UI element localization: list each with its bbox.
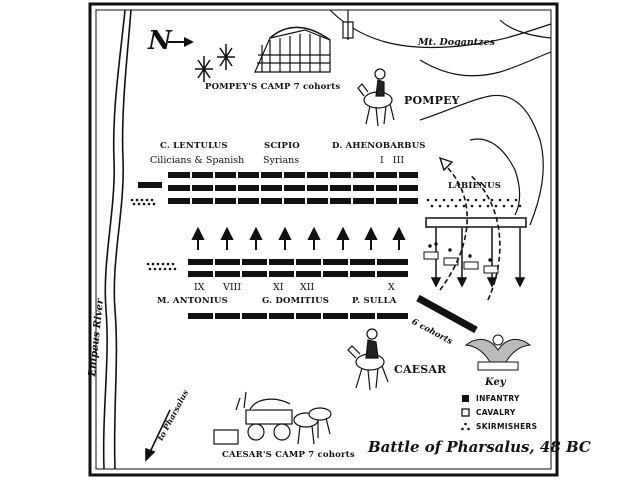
retreat-arrowhead <box>438 156 454 172</box>
legion-xii: XII <box>300 282 315 293</box>
caesar-camp-label: CAESAR'S CAMP 7 cohorts <box>222 450 355 460</box>
legion-ix: IX <box>194 282 205 293</box>
pompeian-skirmishers <box>130 198 156 206</box>
legion-xi: XI <box>273 282 284 293</box>
key-cavalry-label: CAVALRY <box>476 408 516 417</box>
pompey-label: POMPEY <box>404 94 460 107</box>
pompey-figure <box>357 68 395 127</box>
labienus-label: LABIENUS <box>448 181 502 191</box>
pompeian-commander-1: C. LENTULUS <box>160 141 228 151</box>
pompeian-troops-1: Cilicians & Spanish <box>150 155 245 166</box>
compass-arrow <box>168 37 194 47</box>
caesarian-line-gaps <box>213 257 377 321</box>
key-skirmishers-symbol <box>461 422 470 431</box>
labienus-cavalry-arrows <box>430 228 526 288</box>
caesarian-commander-3: P. SULLA <box>352 296 397 306</box>
key-skirmishers-label: SKIRMISHERS <box>476 422 538 431</box>
pompey-camp-fires <box>195 44 235 82</box>
map-frame-inner <box>95 9 552 470</box>
key-title: Key <box>485 377 506 388</box>
retreat-arrows <box>439 164 501 301</box>
pompeian-line-gaps <box>190 170 399 206</box>
legion-x: X <box>388 282 395 293</box>
caesarian-advance-arrows <box>191 226 406 250</box>
caesarian-infantry-line <box>188 259 408 319</box>
road-arrow <box>145 409 171 462</box>
map-frame-outer <box>88 2 559 477</box>
pompey-camp-tent <box>254 10 354 73</box>
pompeian-troops-2: Syrians <box>263 155 300 166</box>
river <box>102 9 132 470</box>
mountain-label: Mt. Dogantzes <box>418 37 495 48</box>
pompeian-commander-3: D. AHENOBARBUS <box>332 141 426 151</box>
mountain-ridges <box>329 9 552 226</box>
key-eagle-standard <box>464 334 532 371</box>
labienus-skirmishers <box>426 198 522 208</box>
caesarian-commander-1: M. ANTONIUS <box>157 296 228 306</box>
map-title: Battle of Pharsalus, 48 BC <box>368 438 591 456</box>
routed-cavalry <box>423 242 499 274</box>
pompeian-legions: I III <box>380 155 405 166</box>
key-infantry-symbol <box>462 395 469 402</box>
pompeian-infantry-line <box>138 172 418 204</box>
caesarian-skirmishers <box>146 262 177 271</box>
caesar-label: CAESAR <box>394 363 447 376</box>
fourth-line-cohorts <box>416 294 478 334</box>
key-infantry-label: INFANTRY <box>476 394 520 403</box>
legion-viii: VIII <box>223 282 242 293</box>
caesar-camp-wagon <box>213 391 332 445</box>
labienus-cavalry <box>425 217 527 228</box>
pompey-camp-label: POMPEY'S CAMP 7 cohorts <box>205 82 341 92</box>
pompeian-commander-2: SCIPIO <box>264 141 300 151</box>
key-cavalry-symbol <box>461 408 470 417</box>
caesarian-commander-2: G. DOMITIUS <box>262 296 330 306</box>
caesar-figure <box>347 328 389 391</box>
compass-north-letter: N <box>148 26 172 56</box>
